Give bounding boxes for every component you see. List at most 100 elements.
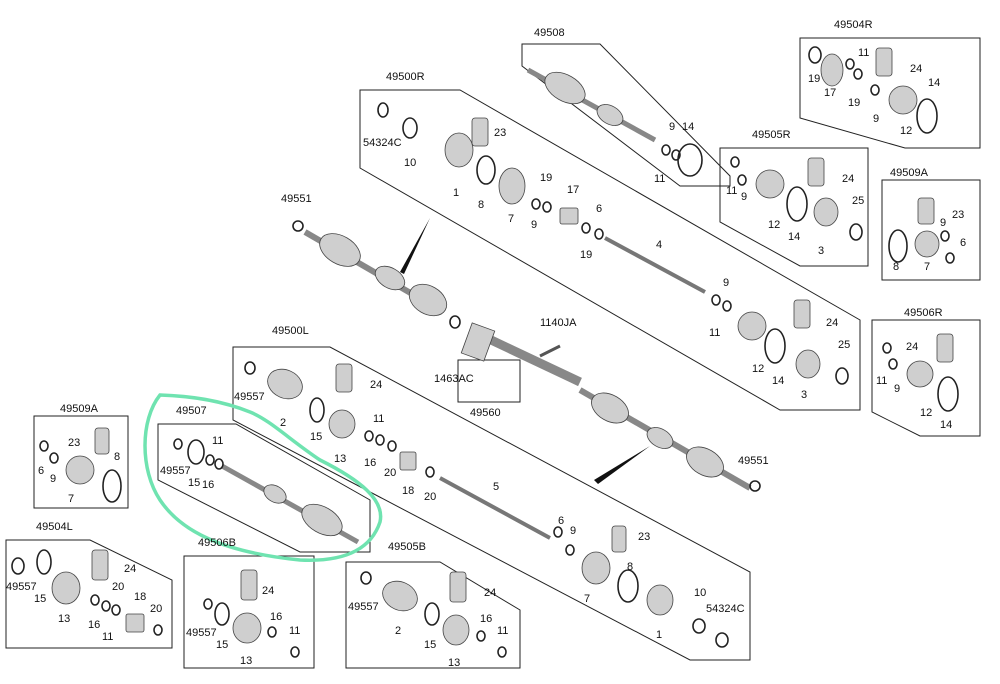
- shaft-49507: [220, 463, 360, 545]
- label-2: 2: [395, 625, 401, 637]
- label-1463AC: 1463AC: [434, 373, 474, 385]
- label-13: 13: [334, 453, 346, 465]
- label-8: 8: [893, 261, 899, 273]
- label-49500L: 49500L: [272, 325, 309, 337]
- label-11: 11: [102, 631, 113, 643]
- label-20: 20: [384, 467, 396, 479]
- label-6: 6: [558, 515, 564, 527]
- label-8: 8: [627, 561, 633, 573]
- label-5: 5: [493, 481, 499, 493]
- shaft-part-5: [439, 476, 551, 540]
- label-24: 24: [262, 585, 274, 597]
- label-3: 3: [818, 245, 824, 257]
- label-49509A: 49509A: [60, 403, 99, 415]
- label-9: 9: [873, 113, 879, 125]
- label-49557: 49557: [234, 391, 265, 403]
- label-4: 4: [656, 239, 662, 251]
- label-49509A: 49509A: [890, 167, 929, 179]
- label-13: 13: [58, 613, 70, 625]
- label-11: 11: [654, 173, 665, 185]
- small-parts: [11, 46, 959, 658]
- label-10: 10: [694, 587, 706, 599]
- label-9: 9: [50, 473, 56, 485]
- label-23: 23: [638, 531, 650, 543]
- highlight-outline: [143, 393, 383, 562]
- label-54324C: 54324C: [706, 603, 745, 615]
- label-49508: 49508: [534, 27, 565, 39]
- label-1140JA: 1140JA: [540, 317, 577, 329]
- label-11: 11: [373, 413, 384, 425]
- shaft-49508: [526, 67, 657, 143]
- bolt-1140JA: [539, 344, 561, 358]
- label-15: 15: [188, 477, 200, 489]
- label-11: 11: [497, 625, 508, 637]
- shaft-assembly-left: [578, 387, 752, 491]
- label-16: 16: [364, 457, 376, 469]
- label-16: 16: [480, 613, 492, 625]
- label-16: 16: [270, 611, 282, 623]
- callout-labels: 49508 49504R 49500R 54324C 10 1 23 8 7 9…: [6, 19, 966, 669]
- label-12: 12: [752, 363, 764, 375]
- label-24: 24: [906, 341, 918, 353]
- frame-49560: [457, 359, 521, 403]
- label-49557: 49557: [160, 465, 191, 477]
- label-7: 7: [584, 593, 590, 605]
- label-24: 24: [484, 587, 496, 599]
- label-3: 3: [801, 389, 807, 401]
- shaft-assembly-right: [303, 229, 448, 317]
- label-25: 25: [852, 195, 864, 207]
- label-16: 16: [202, 479, 214, 491]
- label-7: 7: [68, 493, 74, 505]
- frame-49506R: [871, 319, 981, 437]
- label-1: 1: [656, 629, 662, 641]
- label-11: 11: [858, 47, 869, 59]
- frame-49507: [157, 423, 371, 553]
- label-7: 7: [508, 213, 514, 225]
- label-9: 9: [894, 383, 900, 395]
- label-9: 9: [940, 217, 946, 229]
- label-11: 11: [709, 327, 720, 339]
- label-19: 19: [848, 97, 860, 109]
- label-6: 6: [960, 237, 966, 249]
- frame-49500R: [359, 89, 861, 411]
- intermediate-shaft-49560: [460, 322, 582, 387]
- label-19: 19: [540, 172, 552, 184]
- label-15: 15: [310, 431, 322, 443]
- label-17: 17: [824, 87, 836, 99]
- label-9: 9: [531, 219, 537, 231]
- label-24: 24: [910, 63, 922, 75]
- label-49557: 49557: [6, 581, 37, 593]
- label-12: 12: [900, 125, 912, 137]
- label-1: 1: [453, 187, 459, 199]
- label-49551: 49551: [281, 193, 312, 205]
- label-16: 16: [88, 619, 100, 631]
- label-24: 24: [826, 317, 838, 329]
- label-6: 6: [596, 203, 602, 215]
- label-15: 15: [34, 593, 46, 605]
- frame-49500L: [232, 346, 751, 661]
- label-49551: 49551: [738, 455, 769, 467]
- frame-49504L: [5, 539, 173, 649]
- frames: [5, 37, 981, 669]
- label-49560: 49560: [470, 407, 501, 419]
- label-20: 20: [112, 581, 124, 593]
- label-23: 23: [68, 437, 80, 449]
- label-19: 19: [580, 249, 592, 261]
- label-10: 10: [404, 157, 416, 169]
- label-11: 11: [726, 185, 737, 197]
- label-12: 12: [768, 219, 780, 231]
- label-23: 23: [952, 209, 964, 221]
- label-7: 7: [924, 261, 930, 273]
- label-54324C: 54324C: [363, 137, 402, 149]
- label-25: 25: [838, 339, 850, 351]
- connector-wedge-top: [400, 218, 430, 274]
- label-24: 24: [124, 563, 136, 575]
- label-15: 15: [424, 639, 436, 651]
- label-49505R: 49505R: [752, 129, 791, 141]
- label-49557: 49557: [186, 627, 217, 639]
- label-24: 24: [370, 379, 382, 391]
- label-14: 14: [940, 419, 952, 431]
- label-49506R: 49506R: [904, 307, 943, 319]
